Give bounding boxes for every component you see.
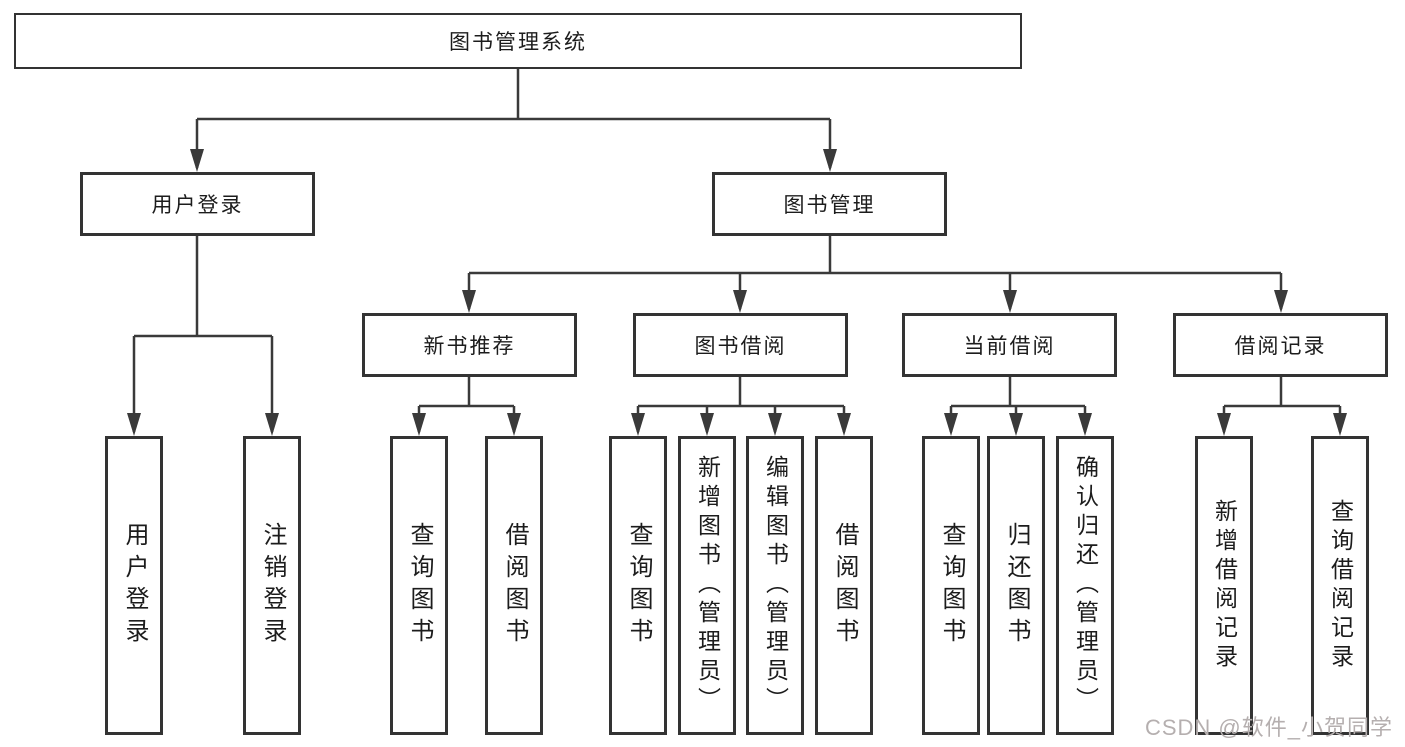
leaf-user-login: 用户登录: [105, 436, 163, 735]
leaf-records-add-record: 新增借阅记录: [1195, 436, 1253, 735]
node-borrow-records: 借阅记录: [1173, 313, 1388, 377]
node-book-borrow: 图书借阅: [633, 313, 848, 377]
node-new-book-recommend: 新书推荐: [362, 313, 577, 377]
node-current-borrow: 当前借阅: [902, 313, 1117, 377]
leaf-logout: 注销登录: [243, 436, 301, 735]
leaf-recommend-borrow-book: 借阅图书: [485, 436, 543, 735]
node-library-management-system: 图书管理系统: [14, 13, 1022, 69]
leaf-borrow-query-book: 查询图书: [609, 436, 667, 735]
node-book-management: 图书管理: [712, 172, 947, 236]
leaf-current-return-book: 归还图书: [987, 436, 1045, 735]
leaf-records-query-record: 查询借阅记录: [1311, 436, 1369, 735]
leaf-borrow-borrow-book: 借阅图书: [815, 436, 873, 735]
leaf-current-confirm-return-admin: 确认归还（管理员）: [1056, 436, 1114, 735]
leaf-recommend-query-book: 查询图书: [390, 436, 448, 735]
leaf-borrow-add-book-admin: 新增图书（管理员）: [678, 436, 736, 735]
leaf-current-query-book: 查询图书: [922, 436, 980, 735]
leaf-borrow-edit-book-admin: 编辑图书（管理员）: [746, 436, 804, 735]
node-user-login: 用户登录: [80, 172, 315, 236]
csdn-watermark: CSDN @软件_小贺同学: [1144, 715, 1393, 740]
